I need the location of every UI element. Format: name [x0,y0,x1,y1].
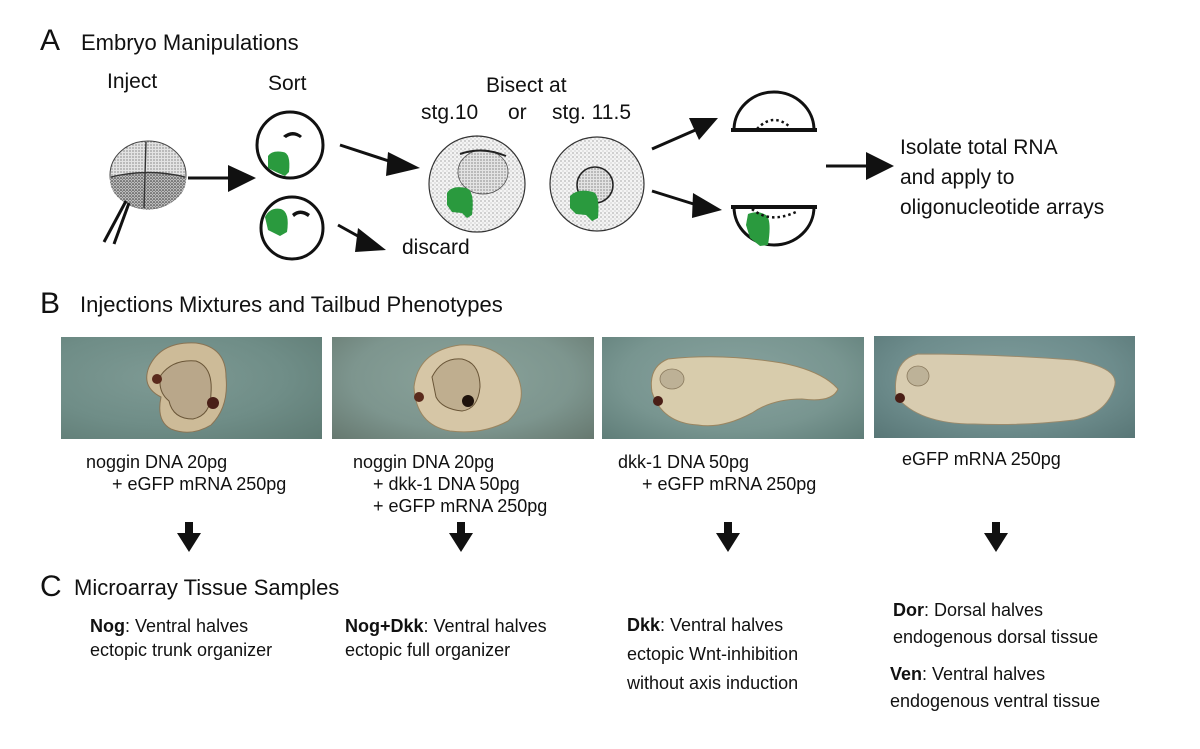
arrow-to-rna-isolation-icon [826,152,894,180]
dorsal-half-icon [731,90,817,132]
section-a-letter: A [40,24,61,57]
arrow-to-ventral-half-icon [651,189,722,218]
step-bisect-label: Bisect at [486,74,567,97]
injection-needle-icon [102,200,131,245]
panel-caption: noggin DNA 20pg + eGFP mRNA 250pg [86,451,286,495]
phenotype-photo [61,337,322,439]
ventral-half-icon [731,205,817,247]
caption-line: + eGFP mRNA 250pg [373,496,548,516]
arrow-inject-to-sort-icon [188,165,256,192]
four-cell-embryo-icon [109,140,187,210]
caption-line: + dkk-1 DNA 50pg [373,474,520,494]
arrow-sort-to-discard-icon [337,223,386,252]
sample-desc: : Ventral halves [125,616,249,636]
panel-caption: noggin DNA 20pg + dkk-1 DNA 50pg + eGFP … [353,451,547,517]
panel-caption: dkk-1 DNA 50pg + eGFP mRNA 250pg [618,451,816,495]
sample-dkk: Dkk: Ventral halves ectopic Wnt-inhibiti… [627,611,798,698]
step-inject-label: Inject [107,70,158,93]
step-sort-label: Sort [268,72,307,95]
sample-detail: endogenous dorsal tissue [893,627,1099,647]
sample-code: Nog+Dkk [345,616,424,636]
result-line-1: Isolate total RNA [900,136,1058,159]
down-arrow-icon [716,522,740,552]
or-label: or [508,101,527,124]
sorted-embryo-keep-icon [255,110,325,180]
section-c-title: Microarray Tissue Samples [74,575,340,600]
section-a-title: Embryo Manipulations [81,30,299,55]
stage-10-label: stg.10 [421,101,479,124]
sample-nog: Nog: Ventral halves ectopic trunk organi… [90,614,272,662]
section-b-letter: B [40,287,61,320]
section-c-letter: C [40,570,62,603]
caption-line: dkk-1 DNA 50pg [618,452,750,472]
down-arrow-icon [449,522,473,552]
sample-code: Nog [90,616,125,636]
caption-line: noggin DNA 20pg [353,452,495,472]
result-line-2: and apply to [900,166,1015,189]
phenotype-photo [602,337,864,439]
sample-desc: : Ventral halves [922,664,1046,684]
sorted-embryo-discard-icon [259,195,325,261]
sample-ven: Ven: Ventral halves endogenous ventral t… [890,661,1100,715]
stage-10-embryo-icon [428,135,526,233]
sample-nog-dkk: Nog+Dkk: Ventral halves ectopic full org… [345,614,547,662]
down-arrow-icon [177,522,201,552]
phenotype-photo [332,337,594,439]
sample-detail: ectopic trunk organizer [90,640,273,660]
sample-detail: endogenous ventral tissue [890,691,1101,711]
phenotype-photo [874,336,1135,438]
caption-line: + eGFP mRNA 250pg [642,474,817,494]
sample-desc: : Ventral halves [660,615,784,635]
discard-label: discard [402,236,470,259]
section-b-title: Injections Mixtures and Tailbud Phenotyp… [80,292,503,317]
sample-desc: : Ventral halves [423,616,547,636]
sample-code: Dor [893,600,924,620]
result-line-3: oligonucleotide arrays [900,196,1105,219]
stage-11-5-embryo-icon [549,136,645,232]
sample-detail: ectopic full organizer [345,640,511,660]
sample-desc: : Dorsal halves [924,600,1044,620]
panel-caption: eGFP mRNA 250pg [902,448,1061,470]
caption-line: noggin DNA 20pg [86,452,228,472]
caption-line: eGFP mRNA 250pg [902,449,1061,469]
arrow-to-dorsal-half-icon [651,118,718,151]
sample-code: Ven [890,664,923,684]
sample-detail: without axis induction [627,673,799,693]
stage-11-5-label: stg. 11.5 [552,101,631,124]
caption-line: + eGFP mRNA 250pg [112,474,287,494]
arrow-sort-to-bisect-icon [339,143,420,176]
sample-detail: ectopic Wnt-inhibition [627,644,799,664]
sample-dor: Dor: Dorsal halves endogenous dorsal tis… [893,597,1098,651]
sample-code: Dkk [627,615,661,635]
down-arrow-icon [984,522,1008,552]
